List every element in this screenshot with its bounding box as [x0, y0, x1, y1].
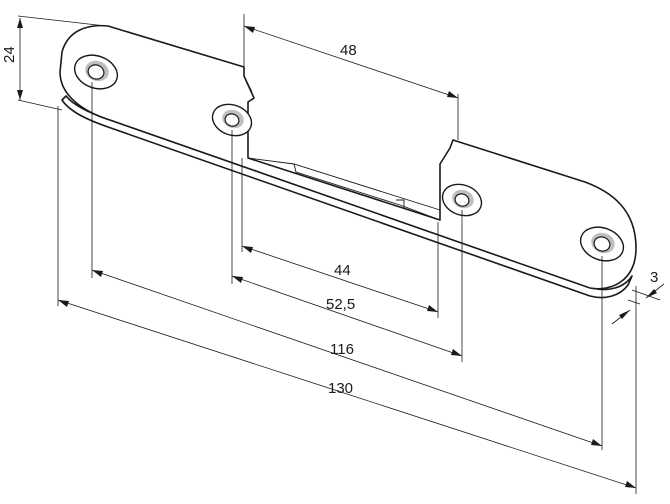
- dimension-48: 48: [243, 14, 459, 140]
- strike-plate-body: [59, 24, 637, 290]
- dimension-3: 3: [611, 269, 665, 325]
- dim-label-24: 24: [1, 46, 18, 63]
- recess-tab: [396, 199, 405, 208]
- dimension-44: 44: [241, 158, 439, 318]
- dimension-130: 130: [57, 106, 637, 494]
- dim-label-130: 130: [328, 380, 353, 397]
- mounting-hole-1: [73, 54, 119, 90]
- recess-top-edge: [243, 75, 255, 101]
- dimension-24: 24: [1, 15, 107, 111]
- dim-label-3: 3: [650, 269, 658, 286]
- mounting-hole-3: [441, 183, 483, 217]
- mounting-hole-2: [211, 103, 253, 137]
- dimension-52-5: 52,5: [231, 130, 463, 362]
- dim-label-116: 116: [330, 341, 354, 358]
- dim-label-48: 48: [340, 42, 357, 59]
- dim-label-52-5: 52,5: [326, 296, 355, 313]
- dimension-116: 116: [91, 82, 603, 450]
- dim-label-44: 44: [334, 262, 351, 279]
- recess-step-line-2: [293, 163, 441, 221]
- mounting-hole-4: [579, 226, 625, 262]
